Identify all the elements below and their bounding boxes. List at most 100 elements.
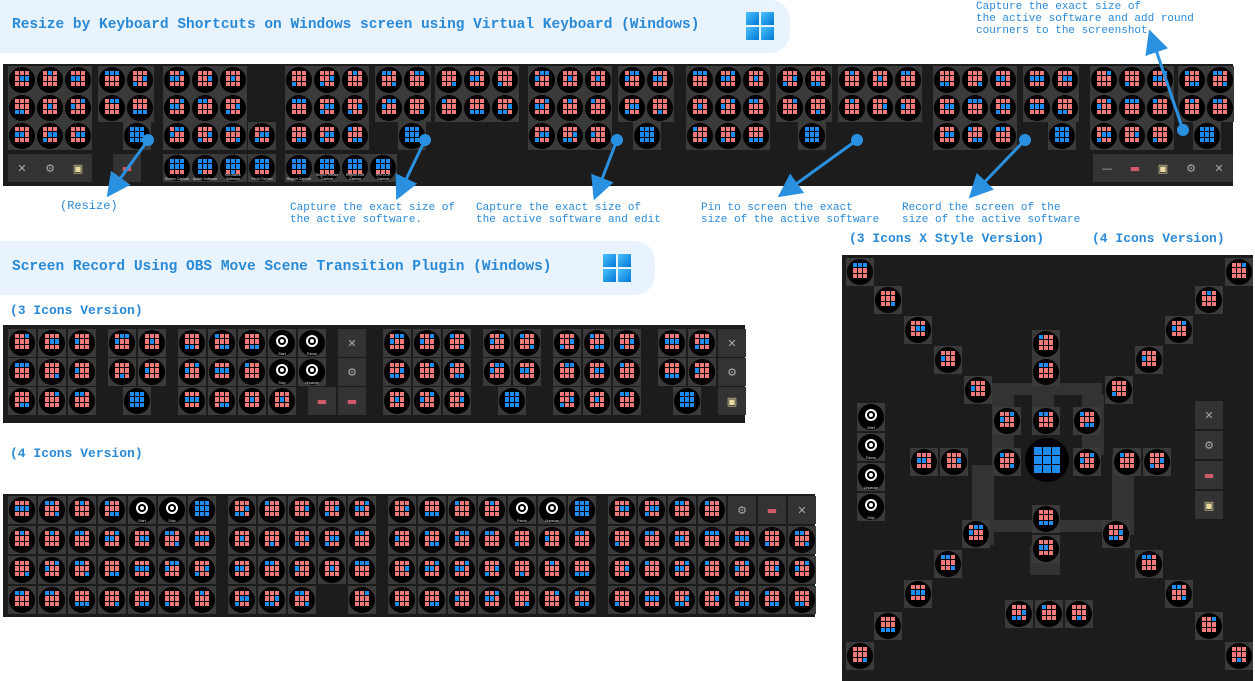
resize-layout-key[interactable]: [528, 94, 556, 122]
resize-layout-key[interactable]: [98, 66, 126, 94]
resize-layout-key[interactable]: [258, 526, 286, 554]
flag-button[interactable]: ▬: [308, 387, 336, 415]
obs-unpause-key[interactable]: Unpause: [298, 358, 326, 386]
resize-layout-key[interactable]: [388, 496, 416, 524]
resize-layout-key[interactable]: [714, 66, 742, 94]
resize-layout-key[interactable]: [1206, 94, 1234, 122]
resize-layout-key[interactable]: [742, 66, 770, 94]
resize-layout-key[interactable]: [388, 556, 416, 584]
resize-layout-key[interactable]: [638, 586, 666, 614]
resize-layout-key[interactable]: [191, 66, 219, 94]
resize-layout-key[interactable]: [126, 66, 154, 94]
resize-layout-key[interactable]: [258, 496, 286, 524]
resize-layout-key[interactable]: [8, 94, 36, 122]
resize-layout-key[interactable]: [776, 66, 804, 94]
resize-layout-key[interactable]: [38, 358, 66, 386]
resize-layout-key[interactable]: [341, 94, 369, 122]
resize-layout-key[interactable]: [714, 122, 742, 150]
resize-layout-key[interactable]: [228, 496, 256, 524]
resize-layout-key[interactable]: [1073, 448, 1101, 476]
resize-layout-key[interactable]: [728, 526, 756, 554]
resize-layout-key[interactable]: [8, 66, 36, 94]
resize-layout-key[interactable]: [238, 329, 266, 357]
obs-pause-key[interactable]: Pause: [508, 496, 536, 524]
resize-layout-key[interactable]: [742, 122, 770, 150]
resize-layout-key[interactable]: [403, 66, 431, 94]
resize-layout-key[interactable]: [1032, 505, 1060, 533]
resize-layout-key[interactable]: [1135, 550, 1163, 578]
resize-layout-key[interactable]: [1073, 407, 1101, 435]
resize-layout-key[interactable]: [36, 122, 64, 150]
capture-key[interactable]: Text OCR Capture: [369, 154, 397, 182]
resize-layout-key[interactable]: [508, 556, 536, 584]
capture-key[interactable]: Region Edit Capture: [341, 154, 369, 182]
resize-layout-key[interactable]: [904, 316, 932, 344]
resize-layout-key[interactable]: [228, 586, 256, 614]
resize-layout-key[interactable]: [383, 329, 411, 357]
resize-layout-key[interactable]: [443, 329, 471, 357]
resize-layout-key[interactable]: [528, 122, 556, 150]
resize-layout-key[interactable]: [698, 556, 726, 584]
resize-layout-key[interactable]: [498, 387, 526, 415]
resize-layout-key[interactable]: [618, 66, 646, 94]
resize-layout-key[interactable]: [38, 496, 66, 524]
resize-layout-key[interactable]: [638, 556, 666, 584]
resize-layout-key[interactable]: [138, 358, 166, 386]
resize-layout-key[interactable]: [1032, 535, 1060, 563]
resize-layout-key[interactable]: [1105, 376, 1133, 404]
resize-layout-key[interactable]: [38, 526, 66, 554]
resize-layout-key[interactable]: [894, 94, 922, 122]
resize-layout-key[interactable]: [1102, 520, 1130, 548]
resize-layout-key[interactable]: [38, 329, 66, 357]
capture-key[interactable]: Not Active Software: [219, 154, 247, 182]
resize-layout-key[interactable]: [163, 122, 191, 150]
resize-layout-key[interactable]: [1118, 94, 1146, 122]
resize-layout-key[interactable]: [36, 66, 64, 94]
capture-key[interactable]: Region Capture: [285, 154, 313, 182]
resize-layout-key[interactable]: [123, 387, 151, 415]
resize-layout-key[interactable]: [608, 496, 636, 524]
resize-layout-key[interactable]: [553, 329, 581, 357]
resize-layout-key[interactable]: [38, 387, 66, 415]
resize-layout-key[interactable]: [238, 387, 266, 415]
resize-layout-key[interactable]: [258, 556, 286, 584]
resize-layout-key[interactable]: [584, 122, 612, 150]
obs-start-key[interactable]: Start: [268, 329, 296, 357]
resize-layout-key[interactable]: [68, 526, 96, 554]
resize-layout-key[interactable]: [1048, 122, 1076, 150]
resize-layout-key[interactable]: [208, 387, 236, 415]
resize-layout-key[interactable]: [1065, 600, 1093, 628]
resize-layout-key[interactable]: [188, 526, 216, 554]
resize-layout-key[interactable]: [1165, 316, 1193, 344]
resize-layout-key[interactable]: [318, 526, 346, 554]
capture-key[interactable]: Screen Capture: [163, 154, 191, 182]
resize-layout-key[interactable]: [1178, 66, 1206, 94]
settings-button[interactable]: ⚙: [1195, 431, 1223, 459]
resize-layout-key[interactable]: [993, 448, 1021, 476]
resize-layout-key[interactable]: [285, 66, 313, 94]
resize-layout-key[interactable]: [491, 94, 519, 122]
resize-layout-key[interactable]: [208, 329, 236, 357]
resize-layout-key[interactable]: [1135, 346, 1163, 374]
resize-layout-key[interactable]: [8, 329, 36, 357]
resize-layout-key[interactable]: [962, 520, 990, 548]
resize-layout-key[interactable]: [38, 586, 66, 614]
resize-layout-key[interactable]: [219, 66, 247, 94]
resize-layout-key[interactable]: [126, 94, 154, 122]
resize-layout-key[interactable]: [348, 526, 376, 554]
resize-layout-key[interactable]: [478, 556, 506, 584]
resize-layout-key[interactable]: [313, 94, 341, 122]
resize-layout-key[interactable]: [98, 496, 126, 524]
resize-layout-key[interactable]: [64, 66, 92, 94]
resize-layout-key[interactable]: [383, 387, 411, 415]
resize-layout-key[interactable]: [483, 358, 511, 386]
flag-button[interactable]: ▬: [1121, 154, 1149, 182]
resize-layout-key[interactable]: [178, 358, 206, 386]
resize-layout-key[interactable]: [8, 122, 36, 150]
resize-layout-key[interactable]: [508, 526, 536, 554]
obs-unpause-key[interactable]: Unpause: [857, 463, 885, 491]
resize-layout-key[interactable]: [1118, 122, 1146, 150]
obs-start-key[interactable]: Start: [857, 403, 885, 431]
resize-layout-key[interactable]: [568, 496, 596, 524]
settings-button[interactable]: ⚙: [728, 496, 756, 524]
